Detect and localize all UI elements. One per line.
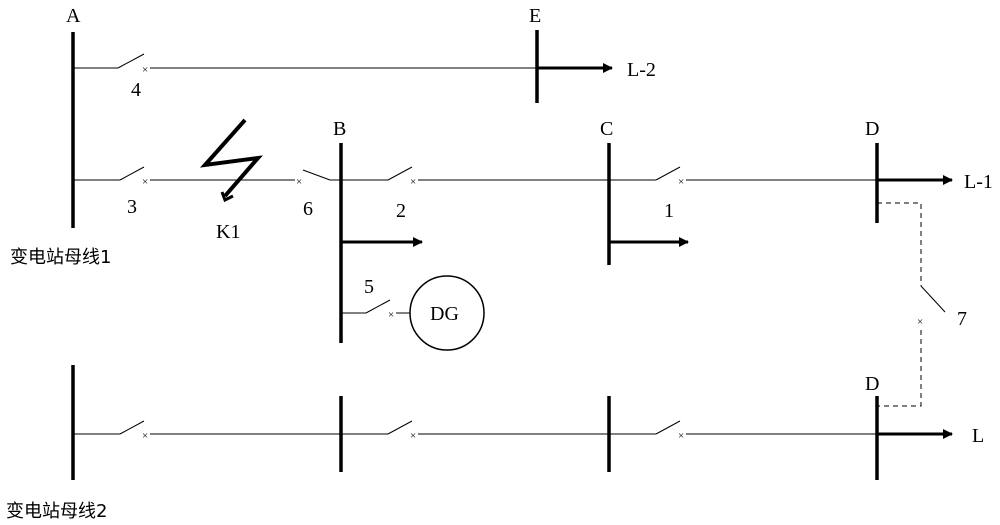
switch-3-blade (119, 166, 145, 181)
switch-5-mark: × (388, 309, 394, 321)
switch-4-label: 4 (131, 79, 141, 101)
switch-2-mark: × (410, 176, 416, 188)
node-label-a: A (66, 5, 81, 27)
load-l1-label: L-1 (964, 171, 993, 193)
switch-3-mark: × (142, 176, 148, 188)
feeder-2-switch-b-mark: × (410, 430, 416, 442)
feeder-2-switch-c-blade (655, 420, 681, 435)
switch-2-label: 2 (396, 200, 406, 222)
switch-4-blade (117, 53, 145, 69)
node-label-c: C (600, 118, 613, 140)
node-label-d2: D (865, 373, 879, 395)
switch-7-label: 7 (957, 308, 967, 330)
switch-3-label: 3 (127, 196, 137, 218)
switch-7-mark: × (917, 316, 923, 328)
feeder-2-switch-c-mark: × (678, 430, 684, 442)
node-label-e: E (529, 5, 541, 27)
switch-7-blade (920, 285, 946, 313)
feeder-2-switch-b-blade (387, 420, 413, 435)
switch-2-blade (387, 166, 413, 181)
bus-label-1: 变电站母线1 (10, 247, 111, 268)
node-label-d1: D (865, 118, 879, 140)
fault-k1-label: K1 (216, 221, 240, 243)
tie-line-lower (877, 330, 922, 407)
switch-6-mark: × (296, 176, 302, 188)
node-label-b: B (333, 118, 346, 140)
feeder-2-switch-a-blade (119, 420, 145, 435)
switch-5-label: 5 (364, 276, 374, 298)
fault-k1-arrowhead-icon (220, 191, 234, 203)
switch-1-blade (655, 166, 681, 181)
fault-k1-lightning-icon (199, 118, 263, 198)
switch-1-label: 1 (664, 200, 674, 222)
load-l2-label: L-2 (627, 59, 656, 81)
switch-4-mark: × (142, 64, 148, 76)
switch-1-mark: × (678, 176, 684, 188)
feeder-2-switch-a-mark: × (142, 430, 148, 442)
switch-6-label: 6 (303, 198, 313, 220)
dg-generator-icon (409, 275, 485, 351)
dg-label: DG (430, 303, 459, 325)
tie-line-upper (877, 202, 922, 286)
switch-5-blade (365, 299, 391, 314)
switch-6-blade (302, 169, 331, 181)
bus-label-2: 变电站母线2 (6, 501, 107, 522)
load-l-label: L (972, 425, 984, 447)
